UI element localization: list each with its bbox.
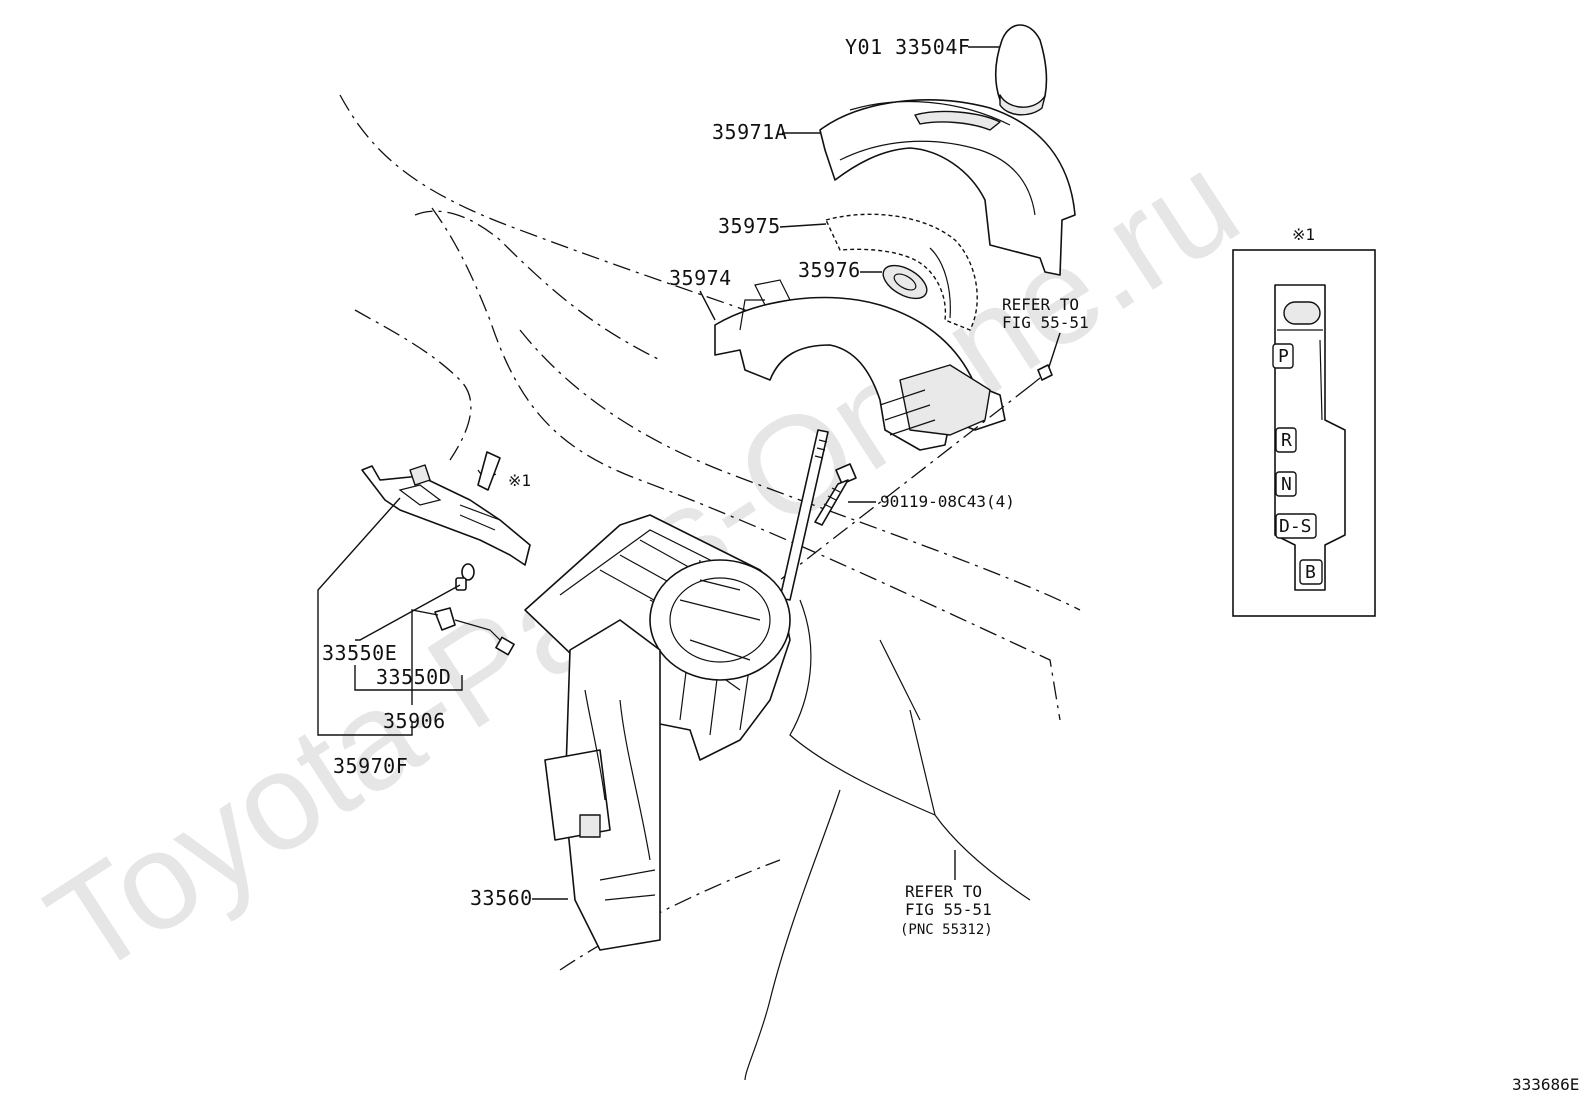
shift-lever-assembly — [524, 514, 791, 951]
refer-top-line2: FIG 55-51 — [1002, 313, 1089, 332]
console-outline — [339, 94, 1081, 1081]
label-indicator-plate: 35975 — [718, 214, 781, 238]
gate-d-s: D-S — [1279, 516, 1312, 537]
refer-top-line1: REFER TO — [1002, 295, 1079, 314]
gate-b: B — [1305, 562, 1316, 583]
label-shift-lever: 33560 — [470, 886, 533, 910]
bolt — [814, 463, 857, 526]
indicator-lamp — [882, 264, 928, 300]
gate-n: N — [1281, 474, 1292, 495]
label-cover-upper: 35971A — [712, 120, 787, 144]
label-knob: Y01 33504F — [845, 35, 970, 59]
bulb-e — [455, 563, 475, 591]
harness-connector — [361, 464, 531, 566]
label-harness: 35970F — [333, 754, 408, 778]
gate-p: P — [1278, 346, 1289, 367]
gate-r: R — [1281, 430, 1292, 451]
refer-bottom-line3: (PNC 55312) — [900, 922, 993, 938]
label-bolt: 90119-08C43(4) — [880, 492, 1015, 511]
shift-knob — [994, 24, 1048, 116]
label-socket: 35906 — [383, 709, 446, 733]
label-bulb-d: 33550D — [376, 665, 451, 689]
label-ref-mark: ※1 — [508, 471, 531, 490]
inset-box — [1232, 249, 1376, 617]
housing-cover — [714, 279, 1006, 451]
refer-bottom-line1: REFER TO — [905, 882, 982, 901]
label-housing-cover: 35974 — [669, 266, 732, 290]
refer-bottom-line2: FIG 55-51 — [905, 900, 992, 919]
label-bulb-e: 33550E — [322, 641, 397, 665]
label-indicator-lamp: 35976 — [798, 258, 861, 282]
shift-rod — [779, 429, 829, 601]
clip-screw — [1029, 364, 1053, 387]
indicator-plate — [825, 213, 978, 331]
figure-code: 333686E — [1512, 1075, 1579, 1094]
inset-mark: ※1 — [1292, 225, 1315, 244]
bulb-d-socket — [434, 607, 515, 656]
cover-upper — [819, 99, 1076, 276]
ref-arrow-shape — [477, 451, 501, 491]
